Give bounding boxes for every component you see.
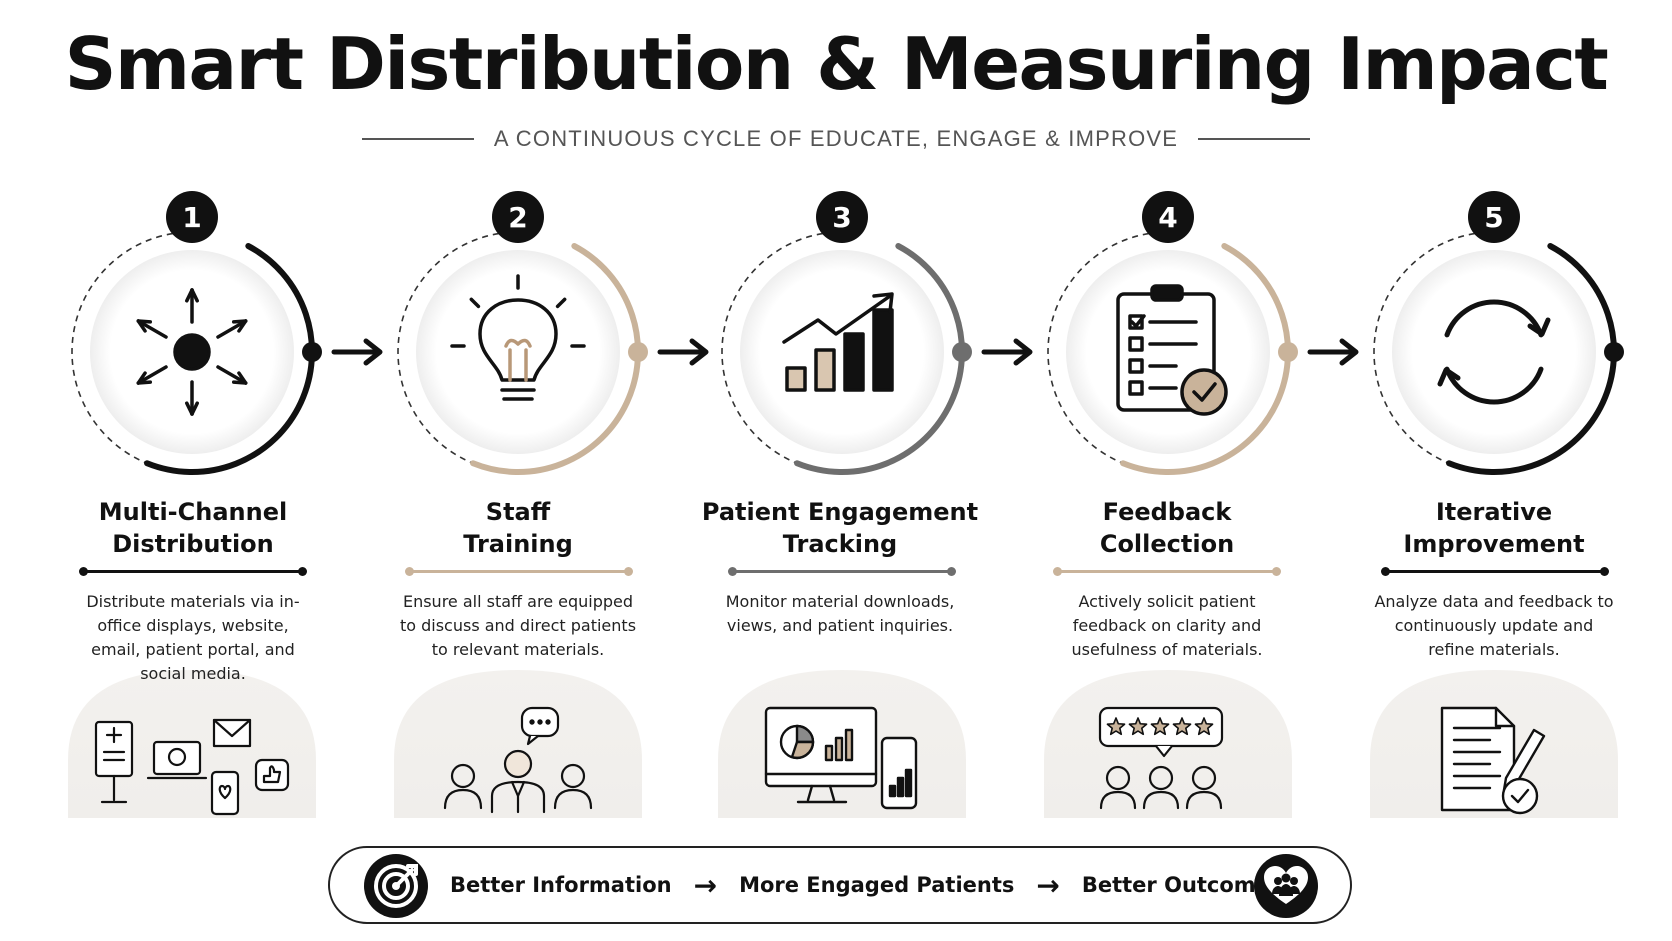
step-4-title: Feedback Collection — [1017, 496, 1317, 560]
flow-arrow-icon: → — [693, 868, 718, 902]
step-connector-dot — [952, 342, 972, 362]
step-number-text: 1 — [182, 201, 201, 234]
distribution-arrows-icon — [136, 288, 248, 416]
step-dashed-arc — [71, 232, 182, 473]
subtitle-row: A CONTINUOUS CYCLE OF EDUCATE, ENGAGE & … — [0, 124, 1672, 154]
target-icon — [364, 854, 428, 918]
step-5-title-line1: Iterative — [1435, 498, 1553, 526]
step-3-description: Monitor material downloads, views, and p… — [725, 592, 955, 635]
page-title: Smart Distribution & Measuring Impact — [64, 22, 1609, 106]
step-5-title: Iterative Improvement — [1344, 496, 1644, 560]
step-5-ring: 5 — [1373, 191, 1624, 475]
document-edit-illustration — [1440, 706, 1546, 815]
step-2-title-line2: Training — [463, 530, 573, 558]
step-connector-dot — [628, 342, 648, 362]
step-number-badge — [166, 191, 218, 243]
staff-illustration — [443, 706, 593, 814]
step-accent-arc — [794, 243, 965, 475]
step-3-divider — [728, 567, 956, 576]
step-2-title: Staff Training — [368, 496, 668, 560]
step-dashed-arc — [721, 232, 832, 473]
step-1-description: Distribute materials via in-office displ… — [86, 592, 300, 683]
step-accent-arc — [1446, 243, 1617, 475]
step-number-text: 4 — [1158, 201, 1177, 234]
subtitle-line-left — [361, 138, 474, 140]
step-accent-arc — [144, 243, 315, 475]
step-accent-arc — [1120, 243, 1291, 475]
step-2-description: Ensure all staff are equipped to discuss… — [399, 592, 637, 659]
step-disc — [1066, 250, 1270, 454]
step-1-title: Multi-Channel Distribution — [43, 496, 343, 560]
outcome-better-information: Better Information — [450, 873, 672, 897]
step-5-description: Analyze data and feedback to continuousl… — [1374, 592, 1614, 659]
rating-illustration — [1098, 706, 1224, 810]
step-3-title-line1: Patient Engagement — [701, 498, 979, 526]
step-4-title-line1: Feedback — [1102, 498, 1232, 526]
flow-arrow-icon: → — [1036, 868, 1060, 902]
step-number-text: 3 — [832, 201, 851, 234]
step-number-text: 5 — [1484, 201, 1503, 234]
step-1-title-line1: Multi-Channel — [98, 498, 288, 526]
step-4-description: Actively solicit patient feedback on cla… — [1071, 592, 1263, 659]
dashboard-illustration — [764, 706, 918, 810]
refresh-cycle-icon — [1437, 299, 1551, 405]
step-3-title-line2: Tracking — [782, 530, 898, 558]
step-4-ring: 4 — [1047, 191, 1359, 475]
heart-people-icon — [1254, 854, 1318, 918]
outcome-flow-banner: Better Information → More Engaged Patien… — [328, 846, 1352, 924]
flow-arrow-head — [363, 338, 383, 366]
lightbulb-icon — [450, 274, 586, 401]
step-1-title-line2: Distribution — [112, 530, 274, 558]
page-subtitle: A CONTINUOUS CYCLE OF EDUCATE, ENGAGE & … — [493, 126, 1179, 151]
step-accent-arc — [470, 243, 641, 475]
step-3-ring: 3 — [721, 191, 1033, 475]
channels-illustration — [94, 718, 290, 816]
outcome-more-engaged-patients: More Engaged Patients — [739, 873, 1015, 897]
flow-arrow-head — [1013, 338, 1033, 366]
step-number-badge — [492, 191, 544, 243]
step-connector-dot — [1604, 342, 1624, 362]
step-number-text: 2 — [508, 201, 527, 234]
step-dashed-arc — [1047, 232, 1158, 473]
step-disc — [740, 250, 944, 454]
step-number-badge — [1468, 191, 1520, 243]
flow-arrow-head — [689, 338, 709, 366]
clipboard-check-icon — [1116, 284, 1228, 416]
step-dashed-arc — [397, 232, 508, 473]
outcome-better-outcomes: Better Outcomes — [1081, 873, 1283, 897]
step-5-title-line2: Improvement — [1403, 530, 1585, 558]
step-2-illustration-bg — [394, 670, 642, 818]
outcome-flow: Better Information → More Engaged Patien… — [450, 848, 1282, 922]
flow-arrow-head — [1339, 338, 1359, 366]
step-number-badge — [816, 191, 868, 243]
step-4-divider — [1053, 567, 1281, 576]
step-2-divider — [405, 567, 633, 576]
step-number-badge — [1142, 191, 1194, 243]
step-connector-dot — [302, 342, 322, 362]
step-1-divider — [79, 567, 307, 576]
step-disc — [416, 250, 620, 454]
growth-chart-icon — [782, 292, 894, 392]
step-dashed-arc — [1373, 232, 1484, 473]
step-5-divider — [1381, 567, 1609, 576]
subtitle-line-right — [1198, 138, 1311, 140]
step-3-title: Patient Engagement Tracking — [690, 496, 990, 560]
step-2-title-line1: Staff — [485, 498, 551, 526]
step-disc — [1392, 250, 1596, 454]
step-2-ring: 2 — [397, 191, 709, 475]
step-connector-dot — [1278, 342, 1298, 362]
step-4-title-line2: Collection — [1099, 530, 1235, 558]
